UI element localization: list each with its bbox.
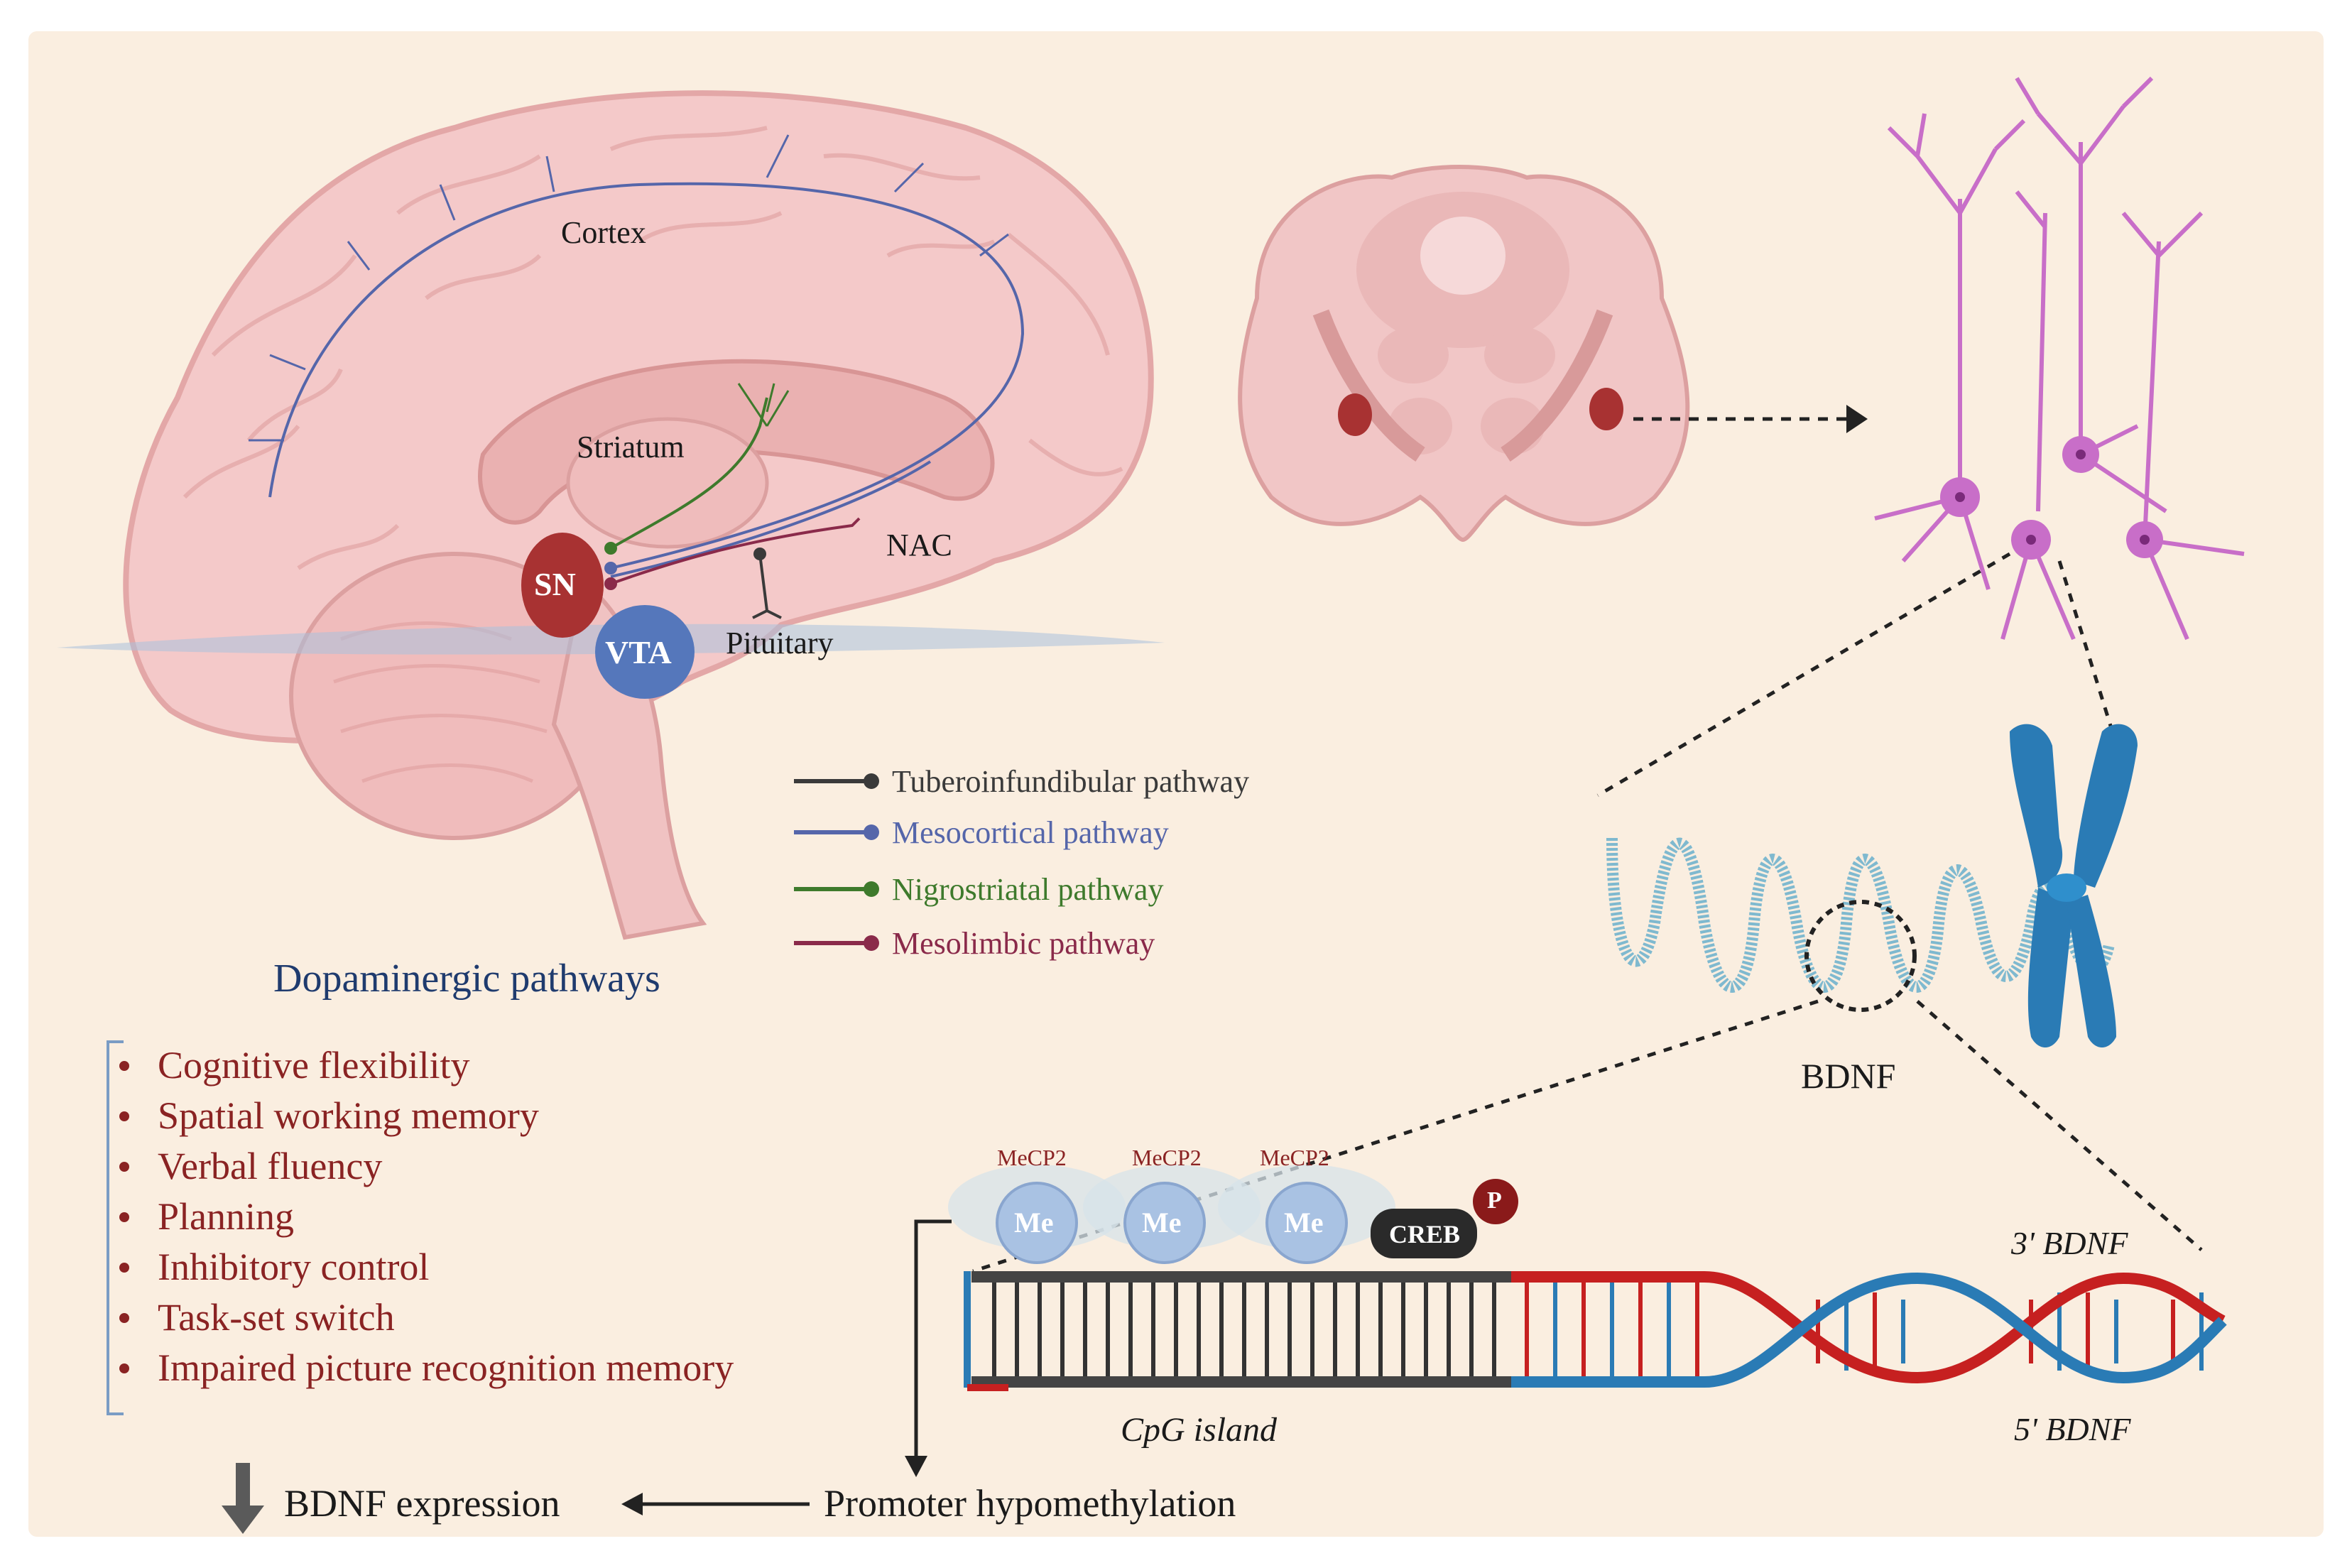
label-cortex: Cortex bbox=[561, 215, 646, 250]
effects-list: Cognitive flexibility Spatial working me… bbox=[119, 1040, 734, 1393]
label-phospho: P bbox=[1487, 1187, 1502, 1214]
mesocortical-path-2 bbox=[610, 460, 932, 578]
nigrostriatal-path bbox=[609, 397, 768, 550]
zoom-line-dna-right bbox=[1916, 1000, 2203, 1251]
neurons bbox=[1874, 76, 2245, 641]
bullet-icon bbox=[119, 1111, 129, 1121]
bullet-icon bbox=[119, 1060, 129, 1071]
mesolimbic-path bbox=[610, 517, 861, 585]
label-vta: VTA bbox=[605, 634, 672, 670]
neuron-nuclei bbox=[1955, 450, 2150, 545]
vta-ellipse bbox=[595, 605, 695, 699]
label-mecp2-2: MeCP2 bbox=[1132, 1145, 1202, 1170]
effects-bracket bbox=[107, 1040, 124, 1415]
chromosome-icon bbox=[2010, 724, 2138, 1047]
zoom-line-left bbox=[1596, 552, 2011, 797]
label-promoter-hypomethylation: Promoter hypomethylation bbox=[824, 1482, 1236, 1525]
label-creb: CREB bbox=[1389, 1220, 1461, 1248]
legend-label: Mesocortical pathway bbox=[892, 815, 1169, 850]
legend-item-tuberoinfundibular: Tuberoinfundibular pathway bbox=[794, 760, 1249, 802]
label-sn: SN bbox=[534, 566, 576, 602]
phospho-circle bbox=[1473, 1179, 1518, 1224]
bullet-icon bbox=[119, 1363, 129, 1373]
bullet-icon bbox=[119, 1161, 129, 1172]
mecp2-complexes bbox=[948, 1165, 1395, 1264]
label-me-3: Me bbox=[1284, 1207, 1324, 1238]
list-item: Planning bbox=[119, 1192, 734, 1242]
label-cpg-island: CpG island bbox=[1121, 1411, 1278, 1449]
mesocortical-dot bbox=[604, 562, 617, 575]
legend-item-mesolimbic: Mesolimbic pathway bbox=[794, 922, 1155, 964]
arrowhead bbox=[1846, 405, 1868, 433]
tuberoinfundibular-path bbox=[752, 553, 782, 619]
bracket-arrow bbox=[914, 1219, 952, 1463]
label-nac: NAC bbox=[886, 528, 952, 562]
bracket-arrowhead bbox=[905, 1456, 927, 1477]
list-item: Verbal fluency bbox=[119, 1141, 734, 1192]
dna-strand bbox=[964, 1271, 2227, 1391]
brain-illustration bbox=[57, 90, 1165, 940]
label-3-bdnf: 3' BDNF bbox=[2011, 1225, 2128, 1261]
gyri bbox=[183, 126, 1123, 570]
label-5-bdnf: 5' BDNF bbox=[2014, 1411, 2131, 1447]
legend-item-mesocortical: Mesocortical pathway bbox=[794, 811, 1169, 854]
legend-swatch bbox=[794, 935, 879, 951]
label-bdnf: BDNF bbox=[1801, 1056, 1896, 1096]
creb-box bbox=[1371, 1209, 1477, 1258]
label-striatum: Striatum bbox=[577, 430, 685, 464]
list-item: Impaired picture recognition memory bbox=[119, 1343, 734, 1393]
midbrain-section bbox=[1238, 165, 1690, 543]
left-arrowhead bbox=[621, 1493, 643, 1515]
down-arrow-icon bbox=[222, 1463, 264, 1534]
legend-swatch bbox=[794, 773, 879, 789]
bullet-icon bbox=[119, 1212, 129, 1222]
list-item: Spatial working memory bbox=[119, 1091, 734, 1141]
legend-item-nigrostriatal: Nigrostriatal pathway bbox=[794, 868, 1163, 910]
list-item: Cognitive flexibility bbox=[119, 1040, 734, 1091]
mesolimbic-dot bbox=[604, 577, 617, 590]
legend-swatch bbox=[794, 881, 879, 897]
sn-ellipse bbox=[521, 533, 604, 638]
nigrostriatal-dot bbox=[604, 542, 617, 555]
label-mecp2-3: MeCP2 bbox=[1260, 1145, 1329, 1170]
label-me-2: Me bbox=[1142, 1207, 1182, 1238]
cerebellum-folia bbox=[333, 621, 548, 783]
list-item: Inhibitory control bbox=[119, 1242, 734, 1292]
zoom-line-right bbox=[2057, 560, 2125, 768]
list-item: Task-set switch bbox=[119, 1292, 734, 1343]
thalamus bbox=[566, 417, 769, 549]
label-bdnf-expression: BDNF expression bbox=[284, 1482, 560, 1525]
label-me-1: Me bbox=[1014, 1207, 1054, 1238]
mesocortical-branches bbox=[249, 134, 1009, 442]
tuberoinfundibular-dot bbox=[753, 548, 766, 560]
bdnf-locus-circle bbox=[1804, 900, 1917, 1012]
label-pituitary: Pituitary bbox=[726, 626, 834, 660]
bullet-icon bbox=[119, 1262, 129, 1273]
nigrostriatal-branches bbox=[737, 383, 790, 427]
bullet-icon bbox=[119, 1312, 129, 1323]
pathways-title: Dopaminergic pathways bbox=[273, 957, 660, 1001]
chromatin-fiber bbox=[1606, 837, 2115, 993]
legend-label: Nigrostriatal pathway bbox=[892, 871, 1164, 907]
mesocortical-path bbox=[268, 182, 1025, 570]
legend-swatch bbox=[794, 824, 879, 840]
label-mecp2-1: MeCP2 bbox=[997, 1145, 1067, 1170]
legend-label: Tuberoinfundibular pathway bbox=[892, 763, 1250, 799]
legend-label: Mesolimbic pathway bbox=[892, 925, 1155, 961]
